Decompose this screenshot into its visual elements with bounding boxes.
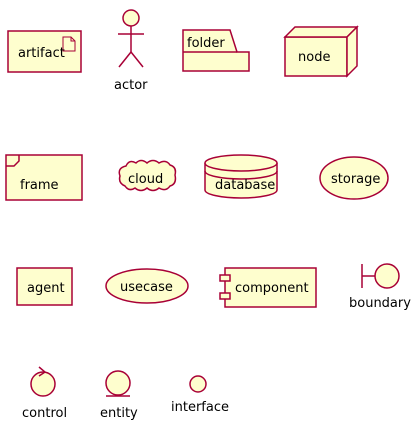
node-top bbox=[283, 26, 359, 38]
node-side bbox=[346, 25, 358, 78]
artifact-element: artifact bbox=[7, 30, 82, 73]
storage-element: storage bbox=[319, 156, 389, 200]
entity-circle bbox=[105, 370, 131, 396]
folder-label: folder bbox=[187, 36, 225, 51]
usecase-shape bbox=[105, 268, 189, 304]
interface-element: interface bbox=[171, 375, 229, 415]
database-label: database bbox=[215, 178, 275, 193]
boundary-label: boundary bbox=[349, 296, 411, 311]
database-body bbox=[204, 163, 278, 199]
interface-label: interface bbox=[171, 400, 229, 415]
entity-label: entity bbox=[100, 406, 138, 421]
actor-label: actor bbox=[114, 78, 148, 93]
cloud-shape bbox=[118, 159, 177, 192]
folder-element: folder bbox=[182, 29, 250, 72]
usecase-element: usecase bbox=[105, 268, 189, 304]
folder-shape bbox=[182, 29, 250, 72]
control-label: control bbox=[22, 406, 67, 421]
usecase-label: usecase bbox=[120, 280, 173, 295]
control-circle bbox=[30, 371, 56, 397]
actor-leg-left bbox=[118, 51, 132, 68]
frame-element: frame bbox=[5, 154, 83, 201]
component-label: component bbox=[235, 281, 309, 296]
cloud-element: cloud bbox=[118, 159, 177, 192]
control-arrow bbox=[38, 366, 47, 377]
database-element: database bbox=[204, 154, 278, 199]
entity-element: entity bbox=[100, 370, 138, 421]
database-top bbox=[204, 154, 278, 172]
artifact-icon bbox=[62, 36, 76, 52]
frame-box bbox=[5, 154, 83, 201]
agent-element: agent bbox=[16, 267, 73, 306]
component-element: component bbox=[219, 267, 317, 308]
component-port-top bbox=[219, 274, 231, 282]
agent-label: agent bbox=[27, 281, 65, 296]
actor-element: actor bbox=[114, 9, 148, 93]
artifact-label: artifact bbox=[18, 46, 65, 61]
node-element: node bbox=[283, 25, 359, 78]
component-box bbox=[224, 267, 317, 308]
node-label: node bbox=[298, 50, 330, 65]
boundary-element: boundary bbox=[349, 263, 411, 311]
storage-label: storage bbox=[331, 172, 380, 187]
interface-circle bbox=[189, 375, 207, 393]
agent-box bbox=[16, 267, 73, 306]
frame-tab bbox=[6, 155, 20, 167]
actor-leg-right bbox=[130, 51, 144, 68]
boundary-circle bbox=[374, 263, 400, 289]
storage-shape bbox=[319, 156, 389, 200]
database-rim bbox=[204, 170, 278, 180]
frame-label: frame bbox=[20, 178, 59, 193]
component-port-bottom bbox=[219, 292, 231, 300]
actor-head bbox=[122, 9, 140, 27]
cloud-label: cloud bbox=[128, 172, 163, 187]
control-element: control bbox=[22, 366, 67, 421]
